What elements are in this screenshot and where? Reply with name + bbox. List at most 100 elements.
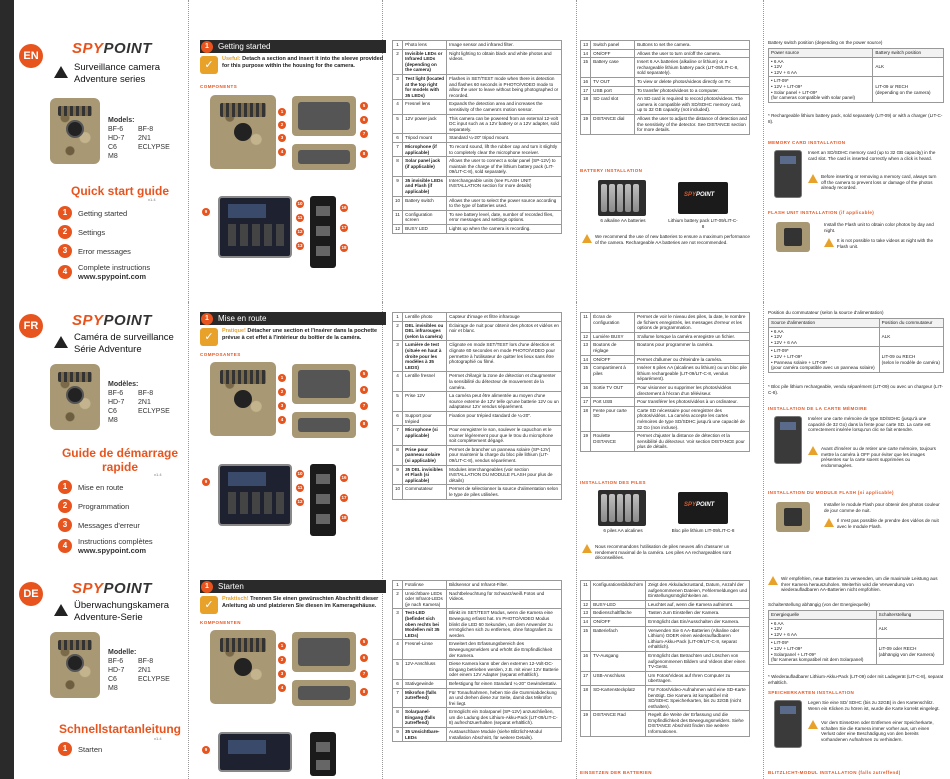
- battery-install-title: EINSETZEN DER BATTERIEN: [580, 770, 652, 775]
- switch-title: Position du commutateur (selon la source…: [768, 310, 884, 315]
- number-2-icon: 2: [58, 225, 72, 239]
- product-title: Surveillance camera Adventure series: [54, 62, 194, 86]
- number-4-icon: 4: [58, 265, 72, 279]
- lithium-pack-image: SPYPOINT: [678, 492, 728, 524]
- useful-tip: ✓ Useful: Detach a section and insert it…: [200, 56, 386, 74]
- flash-text: Install the Flash unit to obtain color p…: [824, 222, 934, 233]
- switch-footnote: * Rechargeable lithium battery pack, sol…: [768, 113, 943, 124]
- switch-footnote: * Wiederaufladbarer Lithium-Akku-Pack (L…: [768, 674, 944, 685]
- perforation-line: [188, 0, 189, 302]
- battery-install-title: INSTALLATION DES PILES: [580, 480, 646, 485]
- number-2-icon: 2: [58, 499, 72, 513]
- perforation-line: [763, 302, 764, 570]
- memory-title: INSTALLATION DE LA CARTE MÉMOIRE: [768, 406, 868, 411]
- memory-warning: Avant d'insérer ou de retirer une carte …: [808, 446, 942, 468]
- website-link[interactable]: www.spypoint.com: [78, 272, 147, 281]
- checkmark-icon: ✓: [200, 56, 218, 74]
- number-1-icon: 1: [58, 480, 72, 494]
- flash-warning: It is not possible to take videos at nig…: [824, 238, 942, 249]
- warning-icon: [582, 544, 592, 553]
- language-badge: FR: [19, 314, 43, 338]
- battery-caption: 6 alkaline AA batteries: [600, 218, 646, 223]
- version-label: v1.4: [148, 197, 156, 202]
- memory-text: Insert an SD/SDHC memory card (up to 32 …: [808, 150, 936, 161]
- warning-icon: [582, 234, 592, 243]
- memory-card-image: [774, 150, 802, 198]
- control-panel-diagram: [218, 464, 292, 526]
- flash-unit-image: [776, 222, 810, 252]
- aa-batteries-image: [598, 490, 646, 526]
- memory-warning: Vor dem Einsetzen oder Entfernen einer S…: [808, 720, 942, 742]
- language-badge: DE: [19, 582, 43, 606]
- perforation-line: [188, 570, 189, 779]
- switch-title: Battery switch position (depending on th…: [768, 40, 883, 45]
- number-1-icon: 1: [58, 206, 72, 220]
- website-link[interactable]: www.spypoint.com: [78, 546, 147, 555]
- number-3-icon: 3: [58, 518, 72, 532]
- side-bar: [0, 0, 14, 302]
- lithium-pack-image: SPYPOINT: [678, 182, 728, 214]
- warning-icon: [768, 576, 778, 585]
- install-panel: Battery switch position (depending on th…: [767, 0, 948, 302]
- flash-warning: Il n'est pas possible de prendre des vid…: [824, 518, 942, 529]
- camera-side-diagram: [292, 632, 356, 672]
- warning-triangle-icon: [54, 604, 68, 616]
- camera-side-diagram: [292, 364, 356, 404]
- side-ports-diagram: [310, 196, 336, 268]
- version-label: v1.4: [154, 736, 162, 741]
- install-panel: Wir empfehlen, neue Batterien zu verwend…: [768, 570, 948, 779]
- side-bar: [0, 570, 14, 779]
- flash-title: BLITZLICHT-MODUL INSTALLATION (falls zut…: [768, 770, 901, 775]
- components-label: COMPONENTS: [200, 84, 238, 89]
- cover-panel: SPYPOINT Überwachungskamera Adventure-Se…: [44, 570, 194, 779]
- useful-tip: ✓ Pratique! Détacher une section et l'in…: [200, 328, 386, 346]
- section-fr: FR SPYPOINT Caméra de surveillance Série…: [0, 302, 950, 570]
- brand-logo: SPYPOINT: [72, 580, 152, 597]
- memory-text: Legen Sie eine SD/ SDHC (bis zu 32GB) in…: [808, 700, 940, 711]
- number-3-icon: 3: [58, 244, 72, 258]
- table-row: • LIT-09* • 12V + LIT-09* • Panneau sola…: [768, 346, 945, 373]
- warning-icon: [808, 720, 818, 729]
